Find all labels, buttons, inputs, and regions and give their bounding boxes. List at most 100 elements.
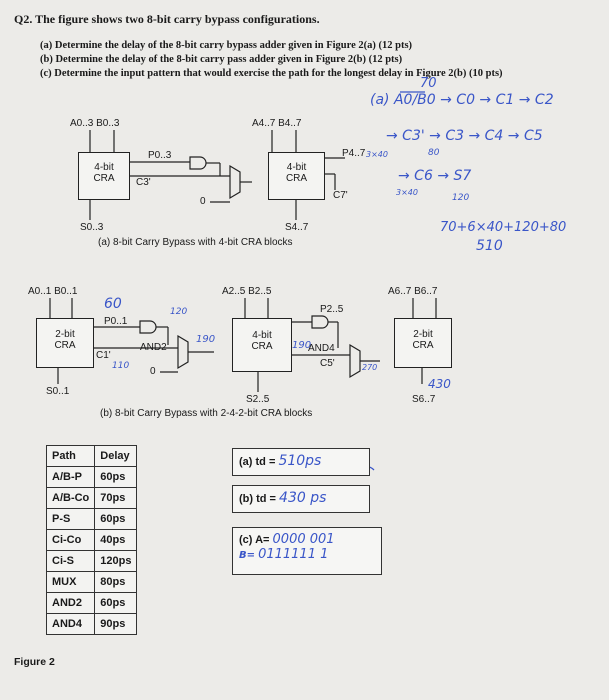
fig-a-input-high: A4..7 B4..7 [252,118,302,129]
fig-b-sum-3: S6..7 [412,394,436,405]
fig-a-input-low: A0..3 B0..3 [70,118,120,129]
path-cell: A/B-Co [45,487,96,509]
cra-label: 2-bit [55,329,75,340]
hand-total: 510 [476,238,503,254]
cra-label: 4-bit [94,162,114,173]
fig-b-and2-label: AND2 [140,342,167,353]
question-title: Q2. The figure shows two 8-bit carry byp… [14,12,320,26]
fig-b-p2: P2..5 [320,304,344,315]
column-header-path: Path [45,445,96,467]
question-part-c: (c) Determine the input pattern that wou… [40,68,503,79]
figure-label: Figure 2 [14,656,55,668]
cra-label: CRA [93,173,115,184]
answer-c-box: (c) A= 0000 001 B= 0111111 1 [232,527,382,575]
fig-b-caption: (b) 8-bit Carry Bypass with 2-4-2-bit CR… [100,408,313,419]
answer-c-label-b: B= [239,550,256,561]
question-part-a: (a) Determine the delay of the 8-bit car… [40,40,413,51]
fig-a-sum-low: S0..3 [80,222,104,233]
hand-sum-expression: 70+6×40+120+80 [440,220,567,235]
fig-a-zero: 0 [200,196,206,207]
table-header-row: Path Delay [45,445,138,467]
delay-cell: 90ps [94,613,138,635]
hand-80: 80 [428,148,440,158]
fig-a-c-low: C3' [136,177,151,188]
fig-b-sum-1: S0..1 [46,386,70,397]
path-cell: AND4 [45,613,96,635]
fig-b-c5: C5' [320,358,335,369]
fig-b-c1: C1' [96,350,111,361]
hand-b-430: 430 [428,377,451,391]
hand-path-2: → C3' → C3 → C4 → C5 [386,128,543,144]
delay-cell: 60ps [94,592,138,614]
path-cell: A/B-P [45,466,96,488]
answer-b-value: 430 ps [279,490,327,506]
path-cell: AND2 [45,592,96,614]
answer-b-box: (b) td = 430 ps [232,485,370,513]
fig-b-and4-label: AND4 [308,343,335,354]
cra-label: 4-bit [252,330,272,341]
fig-b-input-3: A6..7 B6..7 [388,286,438,297]
delay-cell: 40ps [94,529,138,551]
hand-b-190b: 190 [292,340,312,351]
fig-b-cra-3: 2-bit CRA [394,318,452,368]
delay-cell: 120ps [94,550,138,572]
answer-c-value-a: 0000 001 [272,532,335,547]
delay-cell: 80ps [94,571,138,593]
fig-b-cra-1: 2-bit CRA [36,318,94,368]
answer-a-box: (a) td = 510ps [232,448,370,476]
answer-c-label-a: (c) A= [239,534,270,546]
fig-a-p-low: P0..3 [148,150,172,161]
answer-c-value-b: 0111111 1 [258,547,329,562]
fig-b-sum-2: S2..5 [246,394,270,405]
question-part-b: (b) Determine the delay of the 8-bit car… [40,54,403,65]
hand-120: 120 [452,193,470,203]
delay-cell: 70ps [94,487,138,509]
answer-a-value: 510ps [278,453,322,469]
cra-label: CRA [412,340,434,351]
path-cell: MUX [45,571,96,593]
cra-label: 2-bit [413,329,433,340]
cra-label: CRA [54,340,76,351]
fig-b-p1: P0..1 [104,316,128,327]
fig-b-input-2: A2..5 B2..5 [222,286,272,297]
hand-70: 70 [420,76,437,91]
path-cell: P-S [45,508,96,530]
fig-a-cra-low: 4-bit CRA [78,152,130,200]
hand-path-1: (a) A0/B0 → C0 → C1 → C2 [370,92,554,108]
fig-b-input-1: A0..1 B0..1 [28,286,78,297]
fig-a-caption: (a) 8-bit Carry Bypass with 4-bit CRA bl… [98,237,293,248]
cra-label: 4-bit [286,162,307,173]
hand-b-110: 110 [112,361,130,371]
delay-cell: 60ps [94,466,138,488]
fig-b-cra-2: 4-bit CRA [232,318,292,372]
path-cell: Ci-S [45,550,96,572]
hand-b-60: 60 [104,296,122,312]
hand-3x40-b: 3×40 [396,188,418,197]
hand-b-120: 120 [170,307,188,317]
cra-label: CRA [285,173,308,184]
fig-a-sum-high: S4..7 [285,222,309,233]
hand-3x40: 3×40 [366,150,388,159]
delay-cell: 60ps [94,508,138,530]
fig-a-c-high: C7' [333,190,348,201]
answer-a-label: (a) td = [239,456,276,468]
hand-b-270: 270 [362,363,378,372]
answer-b-label: (b) td = [239,493,276,505]
hand-path-3: → C6 → S7 [398,168,472,184]
fig-a-cra-high: 4-bit CRA [268,152,325,200]
path-cell: Ci-Co [45,529,96,551]
fig-a-p-high: P4..7 [342,148,366,159]
hand-b-190: 190 [196,334,216,345]
column-header-delay: Delay [94,445,138,467]
fig-b-zero: 0 [150,366,156,377]
